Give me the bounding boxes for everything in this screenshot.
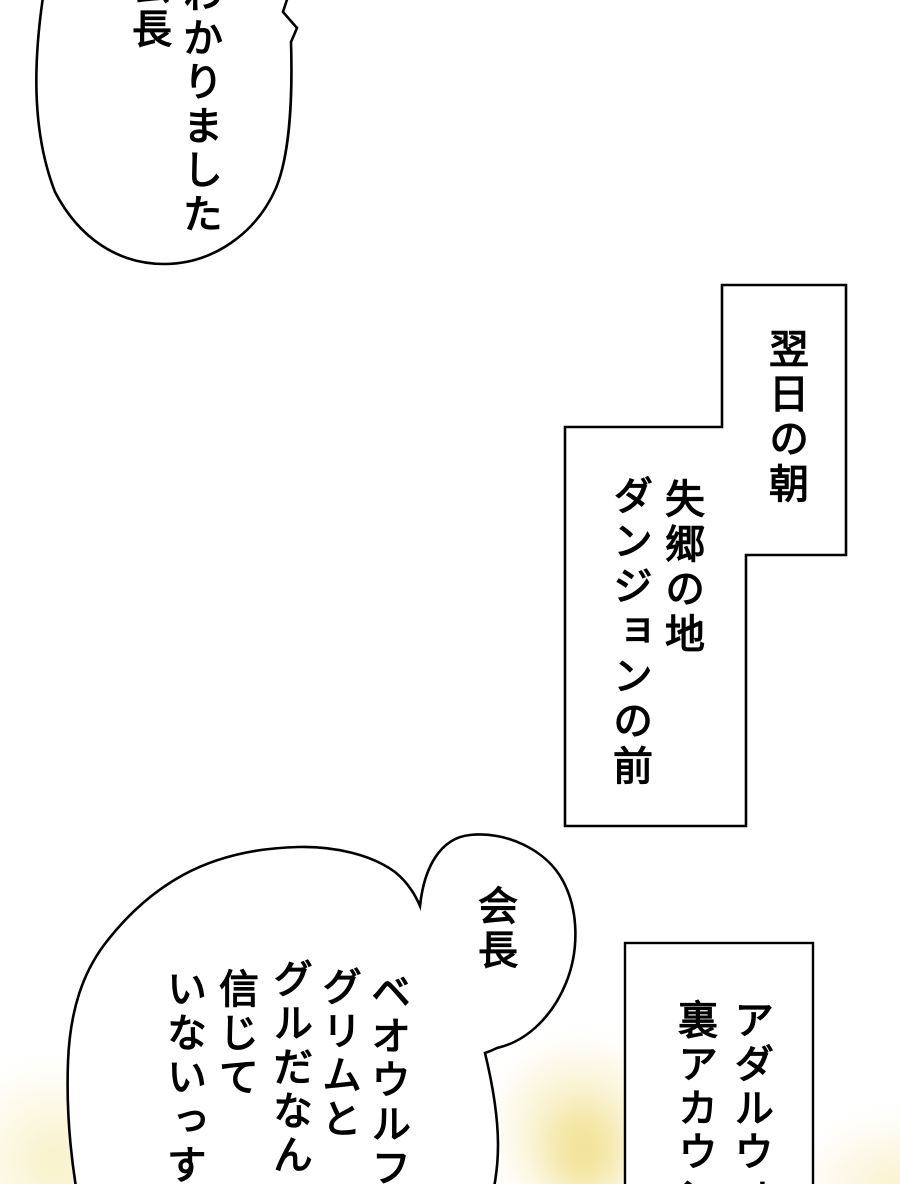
- side-caption-box-shape: [623, 941, 815, 1184]
- top-speech-bubble-shape: [35, 0, 299, 266]
- caption-box-shape: [563, 283, 848, 828]
- bottom-speech-bubble-shape: [66, 833, 577, 1184]
